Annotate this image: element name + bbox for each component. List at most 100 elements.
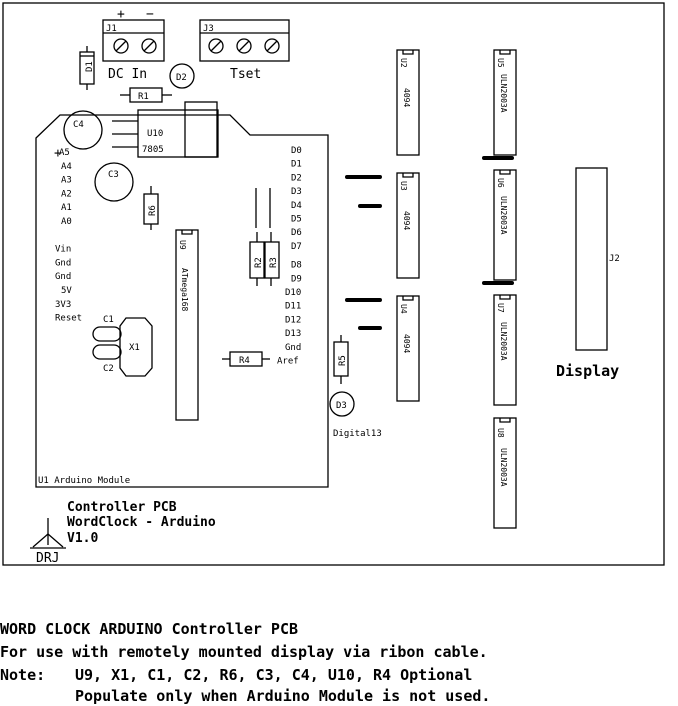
arduino-left-pin-label: A0: [61, 217, 72, 227]
j1-ref: J1: [106, 24, 117, 34]
c3-ref: C3: [108, 170, 119, 180]
r5-resistor: R5: [333, 335, 349, 384]
j1-plus-label: +: [117, 7, 125, 22]
u9-value: ATmega168: [180, 268, 189, 312]
u7-value: ULN2003A: [499, 322, 508, 361]
u9-ref: U9: [178, 240, 187, 250]
arduino-left-pin-label: Gnd: [55, 258, 71, 268]
u10-value: 7805: [142, 145, 164, 155]
c4-ref: C4: [73, 120, 84, 130]
arduino-right-pin-label: D3: [291, 187, 302, 197]
d2-ref: D2: [176, 73, 187, 83]
d3-led: D3 Digital13: [329, 391, 382, 439]
u10-ref: U10: [147, 129, 163, 139]
r4-ref: R4: [239, 356, 250, 366]
d1-diode: D1: [79, 46, 95, 90]
arduino-right-pin-label: D1: [291, 160, 302, 170]
arduino-left-pin-label: 3V3: [55, 300, 71, 310]
j3-ref: J3: [203, 24, 214, 34]
r3-resistor: R3: [264, 232, 280, 286]
pcb-outline: [2, 2, 665, 566]
arduino-right-pin-label: Gnd: [285, 343, 301, 353]
u7-ref: U7: [496, 303, 505, 313]
u4-ref: U4: [399, 304, 408, 314]
c1-capacitor: [92, 326, 122, 342]
arduino-right-pin-label: D6: [291, 228, 302, 238]
u4-shift-register: U4 4094: [396, 295, 420, 402]
c1-ref: C1: [103, 315, 114, 325]
d3-ref: D3: [336, 401, 347, 411]
r2-ref: R2: [254, 257, 264, 268]
j1-connector: + − J1 DC In: [102, 7, 165, 82]
u2-ref: U2: [399, 58, 408, 68]
arduino-left-pin-label: 5V: [61, 286, 72, 296]
d2-led: D2: [169, 63, 195, 89]
arduino-left-pin-label: A5: [59, 148, 70, 158]
u4-value: 4094: [402, 334, 411, 353]
c3-capacitor: C3: [94, 162, 134, 202]
c2-ref: C2: [103, 364, 114, 374]
c4-plus-sign: +: [54, 146, 62, 161]
arduino-module-outline: [35, 114, 329, 488]
arduino-module-label: U1 Arduino Module: [38, 476, 130, 486]
u8-driver: U8 ULN2003A: [493, 417, 517, 529]
arduino-right-pin-label: D2: [291, 173, 302, 183]
u8-value: ULN2003A: [499, 448, 508, 487]
digital13-label: Digital13: [333, 429, 382, 439]
drj-logo-icon: DRJ: [30, 518, 66, 566]
j3-connector: J3 Tset: [199, 19, 290, 82]
r6-ref: R6: [148, 205, 158, 216]
arduino-right-pin-label: D9: [291, 274, 302, 284]
title-block: Controller PCB WordClock - Arduino V1.0 …: [30, 500, 216, 566]
arduino-right-pin-label: D4: [291, 201, 302, 211]
r1-ref: R1: [138, 92, 149, 102]
u5-ref: U5: [496, 58, 505, 68]
screw-terminal-icon: [141, 38, 157, 54]
screw-terminal-icon: [113, 38, 129, 54]
r5-ref: R5: [338, 355, 348, 366]
j1-minus-label: −: [146, 7, 154, 22]
u7-driver: U7 ULN2003A: [493, 294, 517, 406]
drivers: U5 ULN2003A U6 ULN2003A U7 ULN2003A U8 U…: [493, 49, 517, 529]
u2-value: 4094: [402, 88, 411, 107]
r6-resistor: R6: [143, 186, 159, 230]
display-label: Display: [556, 362, 619, 380]
d1-ref: D1: [85, 61, 95, 72]
j2-ref: J2: [609, 254, 620, 264]
u6-driver: U6 ULN2003A: [493, 169, 517, 281]
r2-resistor: R2: [249, 232, 265, 286]
arduino-right-pin-label: Aref: [277, 357, 299, 367]
u6-ref: U6: [496, 178, 505, 188]
screw-terminal-icon: [236, 38, 252, 54]
note-line3-prefix: Note:: [0, 666, 45, 684]
x1-crystal: X1 C1 C2: [92, 315, 153, 377]
arduino-left-pin-label: Reset: [55, 314, 82, 324]
title-line2: WordClock - Arduino: [67, 515, 216, 530]
arduino-left-pin-label: Gnd: [55, 272, 71, 282]
u5-value: ULN2003A: [499, 74, 508, 113]
note-line1: WORD CLOCK ARDUINO Controller PCB: [0, 620, 298, 638]
c4-capacitor: C4: [63, 110, 103, 150]
r1-resistor: R1: [120, 87, 172, 103]
u3-shift-register: U3 4094: [396, 172, 420, 279]
notes: WORD CLOCK ARDUINO Controller PCB For us…: [0, 620, 490, 705]
drj-logo-text: DRJ: [36, 551, 59, 566]
arduino-right-pin-label: D12: [285, 315, 301, 325]
arduino-right-pin-label: D13: [285, 329, 301, 339]
arduino-left-pin-label: Vin: [55, 245, 71, 255]
u8-ref: U8: [496, 428, 505, 438]
arduino-right-pin-label: D10: [285, 288, 301, 298]
u3-ref: U3: [399, 181, 408, 191]
arduino-right-pin-label: D0: [291, 146, 302, 156]
note-line3: U9, X1, C1, C2, R6, C3, C4, U10, R4 Opti…: [75, 666, 472, 684]
tset-label: Tset: [230, 67, 261, 82]
r3-ref: R3: [269, 257, 279, 268]
note-line2: For use with remotely mounted display vi…: [0, 643, 488, 661]
note-line4: Populate only when Arduino Module is not…: [75, 687, 490, 705]
arduino-left-pin-label: A1: [61, 203, 72, 213]
screw-terminal-icon: [208, 38, 224, 54]
u2-shift-register: U2 4094: [396, 49, 420, 156]
arduino-right-pin-label: D5: [291, 215, 302, 225]
